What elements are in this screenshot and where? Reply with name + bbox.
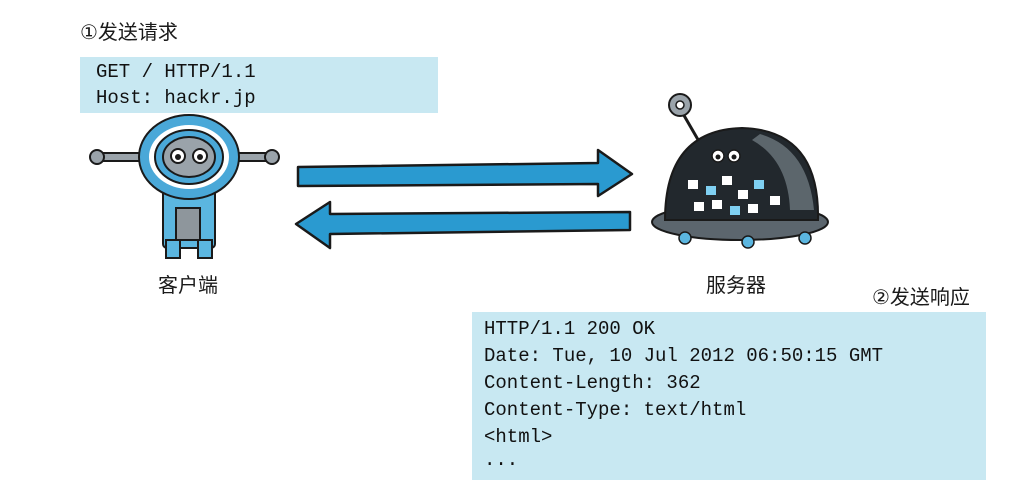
request-message-box: GET / HTTP/1.1 Host: hackr.jp <box>80 57 438 113</box>
server-label: 服务器 <box>706 273 766 297</box>
response-body-line: <html> <box>484 426 553 448</box>
request-step-label: ①发送请求 <box>80 20 178 44</box>
response-step-label: ②发送响应 <box>872 285 970 309</box>
request-header-line: Host: hackr.jp <box>96 87 256 109</box>
client-label: 客户端 <box>158 273 218 297</box>
request-line: GET / HTTP/1.1 <box>96 61 256 83</box>
response-body-ellipsis: ... <box>484 449 519 471</box>
response-header-line: Content-Length: 362 <box>484 372 701 394</box>
robot-server-icon <box>651 93 829 249</box>
response-header-line: Date: Tue, 10 Jul 2012 06:50:15 GMT <box>484 345 884 367</box>
response-arrow <box>294 200 632 250</box>
response-message-box: HTTP/1.1 200 OK Date: Tue, 10 Jul 2012 0… <box>472 312 986 480</box>
response-status-line: HTTP/1.1 200 OK <box>484 318 656 340</box>
request-arrow <box>296 148 634 198</box>
response-header-line: Content-Type: text/html <box>484 399 747 421</box>
robot-client-icon <box>89 114 280 259</box>
